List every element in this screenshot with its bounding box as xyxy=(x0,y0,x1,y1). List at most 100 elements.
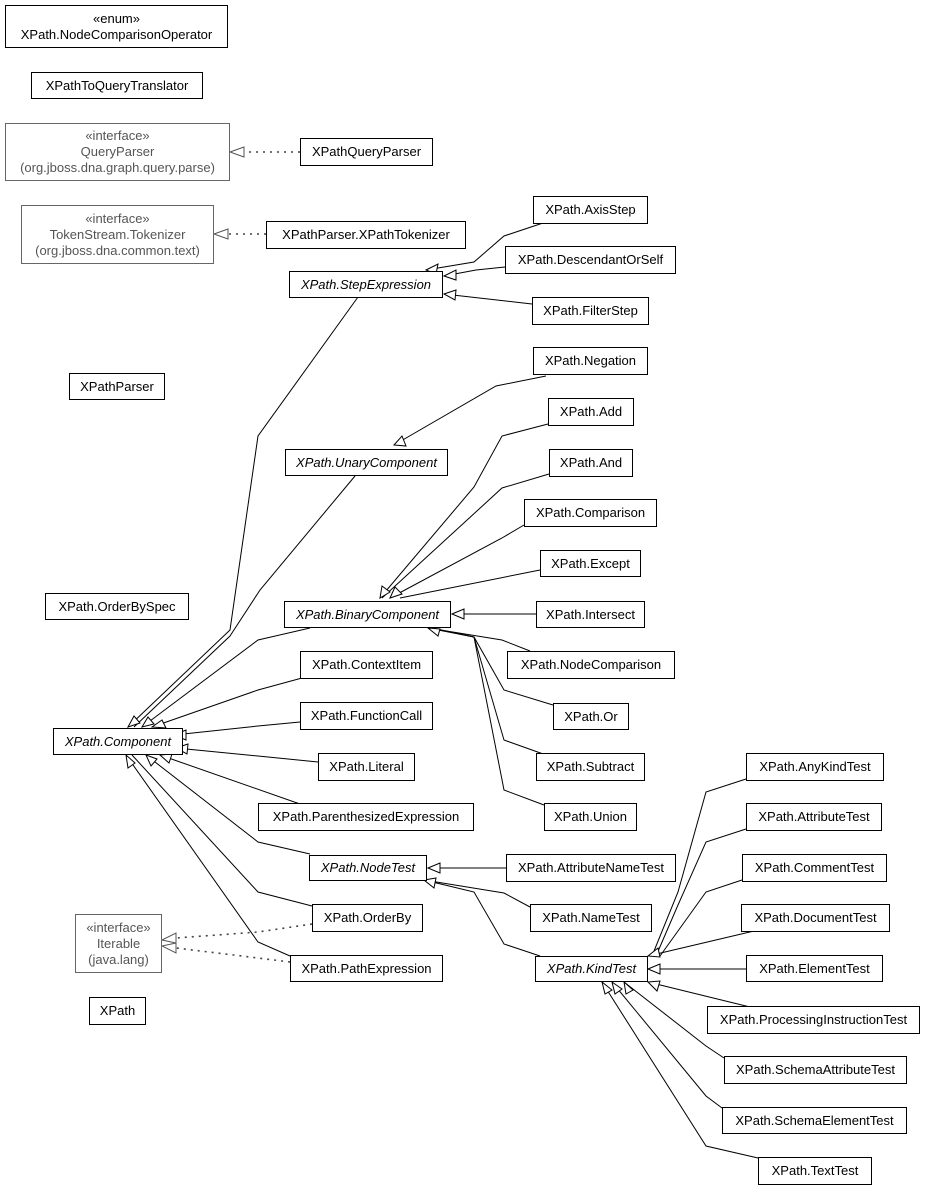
edge-binarycomponent-component xyxy=(141,627,311,728)
arrowhead-unarycomponent xyxy=(392,435,407,447)
edge-texttest-kindtest xyxy=(601,981,759,1159)
stereotype-label: «interface» xyxy=(85,210,150,226)
class-name: XPath.Component xyxy=(64,733,172,749)
class-name: XPathToQueryTranslator xyxy=(45,77,189,93)
edge-schemaelement-kindtest xyxy=(611,981,723,1109)
edge-except-binarycomponent xyxy=(399,569,541,599)
class-name: TokenStream.Tokenizer xyxy=(49,226,186,242)
class-context-item: XPath.ContextItem xyxy=(300,651,433,679)
arrowhead-kindtest xyxy=(623,980,634,995)
arrowhead-kindtest xyxy=(646,980,661,992)
class-step-expression: XPath.StepExpression xyxy=(289,271,443,298)
class-add: XPath.Add xyxy=(548,398,634,426)
class-literal: XPath.Literal xyxy=(318,753,415,781)
class-parenthesized-expression: XPath.ParenthesizedExpression xyxy=(258,803,474,831)
class-name: XPath.NameTest xyxy=(542,910,640,925)
arrowhead-component xyxy=(125,753,136,769)
edge-orderby-component xyxy=(131,754,313,907)
edge-functioncall-component xyxy=(173,721,301,736)
class-binary-component: XPath.BinaryComponent xyxy=(284,601,451,628)
class-name: XPath.CommentTest xyxy=(754,860,875,875)
class-component: XPath.Component xyxy=(53,728,183,755)
class-element-test: XPath.ElementTest xyxy=(746,955,883,982)
class-name: XPathParser.XPathTokenizer xyxy=(282,227,450,242)
arrowhead-binarycomponent xyxy=(379,585,391,599)
class-name: XPath.Add xyxy=(559,404,623,419)
arrowhead-iterable xyxy=(160,932,177,944)
edge-negation-unarycomponent xyxy=(393,375,547,446)
class-name: XPath.BinaryComponent xyxy=(295,606,440,622)
arrowhead-component xyxy=(150,719,167,729)
class-name: XPath.TextTest xyxy=(771,1163,859,1178)
class-name: XPath.Except xyxy=(551,555,630,571)
edge-comparison-binarycomponent xyxy=(389,524,525,599)
arrowhead-component xyxy=(126,715,141,728)
class-xpath-parser: XPathParser xyxy=(69,373,165,400)
class-and: XPath.And xyxy=(549,449,633,477)
class-unary-component: XPath.UnaryComponent xyxy=(285,449,448,476)
edge-processinginstruction-kindtest xyxy=(647,981,751,1008)
class-any-kind-test: XPath.AnyKindTest xyxy=(746,753,884,781)
interface-iterable: «interface» Iterable (java.lang) xyxy=(75,914,162,973)
class-name: XPath.Union xyxy=(554,809,627,824)
class-name: XPath.And xyxy=(559,455,623,470)
class-xpath-to-query-translator: XPathToQueryTranslator xyxy=(31,72,203,99)
edge-contextitem-component xyxy=(151,677,303,728)
class-except: XPath.Except xyxy=(540,550,641,577)
edge-unarycomponent-component xyxy=(133,475,356,728)
realization-pathexpression-iterable xyxy=(175,947,291,963)
edge-stepexpression-component xyxy=(127,296,359,728)
arrowhead-kindtest xyxy=(646,947,661,958)
arrowhead-iterable xyxy=(160,942,177,954)
class-order-by: XPath.OrderBy xyxy=(312,904,423,932)
class-name: XPath.StepExpression xyxy=(300,276,432,292)
class-name: XPath.Subtract xyxy=(546,759,635,774)
class-xpath: XPath xyxy=(89,997,146,1025)
class-name: XPath.Literal xyxy=(329,759,404,774)
edge-attributetest-kindtest xyxy=(655,828,747,957)
class-schema-attribute-test: XPath.SchemaAttributeTest xyxy=(724,1056,907,1084)
interface-token-stream-tokenizer: «interface» TokenStream.Tokenizer (org.j… xyxy=(21,205,214,264)
arrowhead-kindtest xyxy=(601,980,613,995)
class-name: XPath.ProcessingInstructionTest xyxy=(719,1012,908,1027)
edge-documenttest-kindtest xyxy=(647,930,755,957)
class-or: XPath.Or xyxy=(553,703,629,730)
class-name: XPath.AxisStep xyxy=(545,202,636,217)
arrowhead-kindtest xyxy=(646,963,661,975)
class-union: XPath.Union xyxy=(544,803,637,831)
edge-nodetest-component xyxy=(145,754,311,855)
package-label: (org.jboss.dna.graph.query.parse) xyxy=(20,160,215,175)
stereotype-label: «enum» xyxy=(93,10,140,26)
class-name: XPath.SchemaAttributeTest xyxy=(736,1062,895,1077)
arrowhead-tokenizer xyxy=(212,228,229,240)
class-name: XPath.ParenthesizedExpression xyxy=(272,809,460,824)
class-name: XPath.OrderBySpec xyxy=(58,598,176,614)
realization-orderby-iterable xyxy=(175,923,313,939)
class-node-test: XPath.NodeTest xyxy=(309,855,427,881)
class-intersect: XPath.Intersect xyxy=(536,601,645,628)
class-name: QueryParser xyxy=(80,144,155,159)
class-name: XPath.FilterStep xyxy=(543,303,638,318)
arrowhead-binarycomponent xyxy=(389,586,403,599)
edge-literal-component xyxy=(175,747,319,763)
arrowhead-component xyxy=(145,754,158,767)
class-function-call: XPath.FunctionCall xyxy=(300,702,433,730)
class-name: XPath.DescendantOrSelf xyxy=(517,252,664,267)
class-name: XPath.Intersect xyxy=(546,606,635,622)
class-name: XPath.Comparison xyxy=(535,505,646,520)
edge-schemaattribute-kindtest xyxy=(623,981,725,1059)
class-xpath-tokenizer: XPathParser.XPathTokenizer xyxy=(266,221,466,249)
class-name: XPath.Or xyxy=(564,708,618,724)
class-name: XPathQueryParser xyxy=(311,144,422,159)
stereotype-label: «interface» xyxy=(85,128,150,143)
class-name: XPath.PathExpression xyxy=(301,960,432,976)
arrowhead-kindtest xyxy=(611,980,623,995)
class-path-expression: XPath.PathExpression xyxy=(290,955,443,982)
arrowhead-queryparser xyxy=(228,146,245,158)
class-name: XPath.ContextItem xyxy=(311,657,422,672)
class-name: XPath.DocumentTest xyxy=(754,910,877,925)
class-name: XPath.UnaryComponent xyxy=(296,454,437,470)
edge-kindtest-nodetest xyxy=(423,879,541,957)
